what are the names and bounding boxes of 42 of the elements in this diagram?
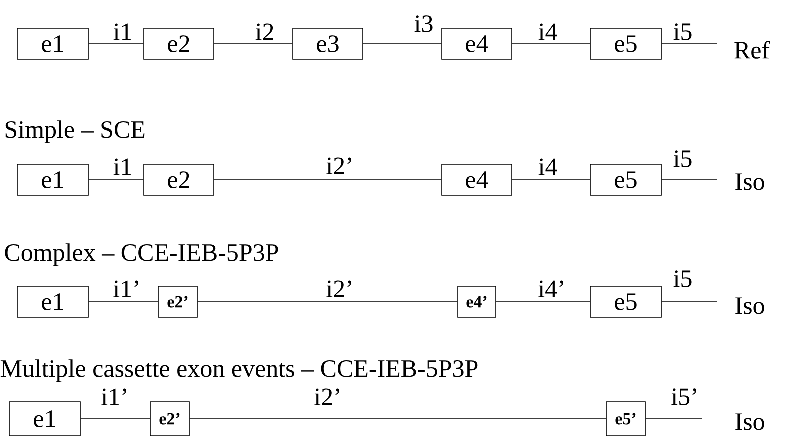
edge-label: i2 <box>256 24 274 40</box>
exon-box: e4 <box>442 164 512 196</box>
edge-label: i1’ <box>114 280 138 298</box>
exon-box: e5 <box>590 28 662 60</box>
exon-box: e5 <box>590 286 662 318</box>
exon-box: e5’ <box>606 402 646 436</box>
exon-box: e2 <box>144 28 214 60</box>
row-label: Iso <box>736 174 764 190</box>
edge-label: i5 <box>674 24 692 40</box>
edge-label: i2’ <box>326 280 352 298</box>
intron-line <box>190 418 606 420</box>
exon-box: e1 <box>17 164 89 196</box>
edge-label: i2’ <box>326 158 352 174</box>
edge-label: i4 <box>538 24 558 40</box>
row-label: Ref <box>734 41 770 59</box>
exon-box: e4’ <box>458 286 496 318</box>
row-heading: Multiple cassette exon events – CCE-IEB-5P3P <box>0 360 478 382</box>
edge-label: i5’ <box>672 388 696 406</box>
edge-label: i5 <box>674 150 692 168</box>
exon-box: e4 <box>442 28 512 60</box>
edge-label: i2’ <box>314 388 340 406</box>
intron-line <box>646 418 702 420</box>
edge-label: i5 <box>674 270 692 288</box>
exon-box: e2’ <box>150 402 190 436</box>
row-heading: Simple – SCE <box>6 120 145 144</box>
edge-label: i4’ <box>538 280 564 298</box>
exon-box: e1 <box>17 286 89 318</box>
row-label: Iso <box>736 298 764 314</box>
exon-box: e1 <box>17 28 89 60</box>
edge-label: i4 <box>538 158 558 176</box>
edge-label: i3 <box>414 16 433 32</box>
exon-box: e5 <box>590 164 662 196</box>
exon-box: e2’ <box>158 286 198 318</box>
row-heading: Complex – CCE-IEB-5P3P <box>5 244 278 266</box>
edge-label: i1 <box>114 158 132 176</box>
edge-label: i1’ <box>102 388 126 406</box>
edge-label: i1 <box>114 24 132 40</box>
intron-line <box>80 418 151 420</box>
exon-box: e1 <box>9 402 81 436</box>
row-label: Iso <box>736 414 764 430</box>
exon-box: e2 <box>144 164 214 196</box>
exon-box: e3 <box>292 28 364 60</box>
